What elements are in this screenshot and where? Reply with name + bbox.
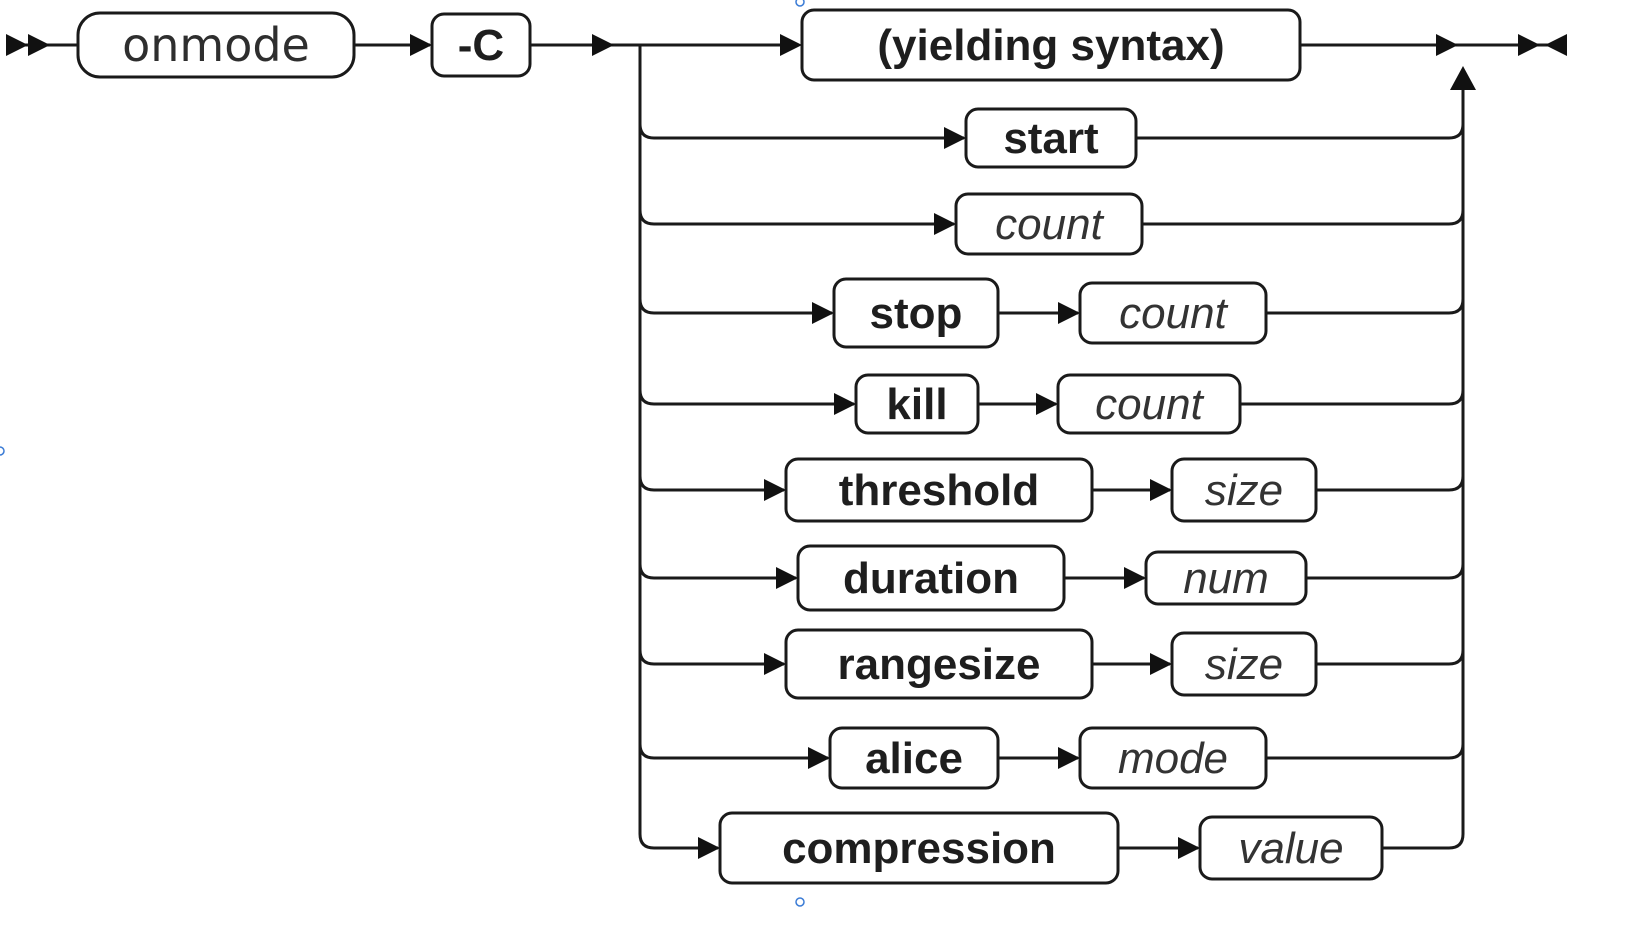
fork-curve xyxy=(638,649,655,666)
fork-curve xyxy=(638,389,655,406)
arrow-right-icon xyxy=(812,302,834,324)
fork-curve xyxy=(638,563,655,580)
join-curve xyxy=(1448,649,1465,666)
command-onmode-label: onmode xyxy=(122,18,310,72)
start-marker-arrow-1-icon xyxy=(6,34,28,56)
branch-9-item-1-label: alice xyxy=(865,734,963,783)
fork-curve xyxy=(638,209,655,226)
branch-5-item-1-label: kill xyxy=(886,380,947,429)
arrow-right-icon xyxy=(1036,393,1058,415)
branch-1-item-1: (yielding syntax) xyxy=(800,8,1302,82)
arrow-right-icon xyxy=(1124,567,1146,589)
fork-curve xyxy=(638,475,655,492)
selection-handle-left xyxy=(0,446,5,456)
arrow-right-icon xyxy=(1150,653,1172,675)
arrow-right-icon xyxy=(592,34,614,56)
branch-1-item-1-label: (yielding syntax) xyxy=(877,21,1224,70)
branch-9-item-2-label: mode xyxy=(1118,734,1228,783)
branch-3-item-1-label: count xyxy=(995,200,1104,249)
arrow-right-icon xyxy=(1058,747,1080,769)
arrow-right-icon xyxy=(1178,837,1200,859)
branch-6-item-1-label: threshold xyxy=(839,466,1039,515)
branch-9-item-1: alice xyxy=(828,726,1000,790)
arrowheads xyxy=(6,34,1567,859)
join-curve xyxy=(1448,743,1465,760)
arrow-right-icon xyxy=(944,127,966,149)
fork-curve xyxy=(638,123,655,140)
arrow-right-icon xyxy=(834,393,856,415)
branch-8-item-1: rangesize xyxy=(784,628,1094,700)
branch-5-item-2: count xyxy=(1056,373,1242,435)
arrow-right-icon xyxy=(764,479,786,501)
branch-6-item-2-label: size xyxy=(1205,466,1283,515)
join-curve xyxy=(1448,563,1465,580)
join-arrow-right-icon xyxy=(1436,34,1458,56)
branch-9-item-2: mode xyxy=(1078,726,1268,790)
branch-4-item-2: count xyxy=(1078,281,1268,345)
start-marker-arrow-2-icon xyxy=(28,34,50,56)
branch-3-item-1: count xyxy=(954,192,1144,256)
arrow-right-icon xyxy=(698,837,720,859)
branch-4-item-1-label: stop xyxy=(870,289,963,338)
branch-10-item-1-label: compression xyxy=(782,824,1056,873)
branch-4-item-2-label: count xyxy=(1119,289,1228,338)
branch-2-item-1: start xyxy=(964,107,1138,169)
branch-6-item-1: threshold xyxy=(784,457,1094,523)
branch-5-item-1: kill xyxy=(854,373,980,435)
decorations xyxy=(0,0,805,907)
branch-2-item-1-label: start xyxy=(1003,114,1099,163)
join-arrow-up-icon xyxy=(1450,66,1476,90)
arrow-right-icon xyxy=(776,567,798,589)
fork-curve xyxy=(638,833,655,850)
branch-4-item-1: stop xyxy=(832,277,1000,349)
command-onmode-border xyxy=(76,11,356,79)
branch-8-item-2: size xyxy=(1170,631,1318,697)
arrow-right-icon xyxy=(808,747,830,769)
command-onmode: onmode xyxy=(76,11,356,79)
arrow-right-icon xyxy=(780,34,802,56)
arrow-right-icon xyxy=(934,213,956,235)
branch-5-item-2-label: count xyxy=(1095,380,1204,429)
selection-handle-top xyxy=(795,0,805,7)
join-curve xyxy=(1448,833,1465,850)
fork-curve xyxy=(638,743,655,760)
branch-8-item-2-label: size xyxy=(1205,640,1283,689)
flag-c: -C xyxy=(430,12,532,78)
arrow-right-icon xyxy=(1150,479,1172,501)
arrow-right-icon xyxy=(1058,302,1080,324)
flag-c-label: -C xyxy=(458,21,504,70)
branch-10-item-1: compression xyxy=(718,811,1120,885)
join-curve xyxy=(1448,389,1465,406)
end-marker-bar-icon xyxy=(1545,34,1567,56)
arrow-right-icon xyxy=(410,34,432,56)
arrow-right-icon xyxy=(764,653,786,675)
join-curve xyxy=(1448,475,1465,492)
join-curve xyxy=(1448,298,1465,315)
selection-handle-bottom xyxy=(795,897,805,907)
branch-7-item-1-label: duration xyxy=(843,554,1019,603)
branch-6-item-2: size xyxy=(1170,457,1318,523)
fork-curve xyxy=(638,298,655,315)
branch-10-item-2-label: value xyxy=(1238,824,1343,873)
branch-7-item-1: duration xyxy=(796,544,1066,612)
connector-lines xyxy=(6,43,1560,850)
end-marker-arrow-icon xyxy=(1518,34,1540,56)
branch-10-item-2: value xyxy=(1198,815,1384,881)
branch-7-item-2: num xyxy=(1144,550,1308,606)
branch-7-item-2-label: num xyxy=(1183,554,1269,603)
join-curve xyxy=(1448,209,1465,226)
branch-8-item-1-label: rangesize xyxy=(838,640,1041,689)
join-curve xyxy=(1448,123,1465,140)
